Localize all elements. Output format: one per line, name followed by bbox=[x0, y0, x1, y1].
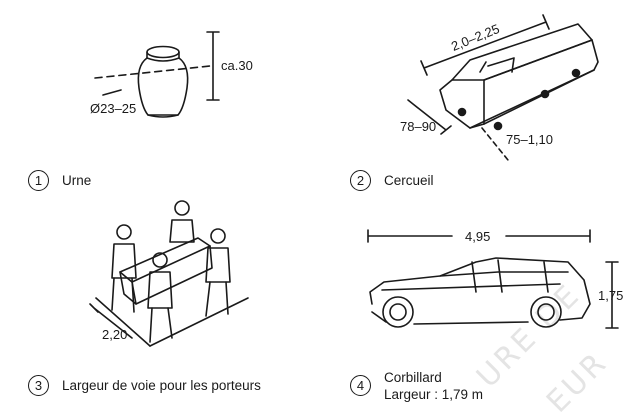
coffin-height-label: 78–90 bbox=[400, 119, 437, 134]
hearse-caption: Corbillard bbox=[384, 370, 442, 385]
drawings bbox=[89, 14, 619, 347]
item-number-4: 4 bbox=[350, 375, 371, 396]
hearse-illustration bbox=[367, 229, 619, 329]
coffin-caption: Cercueil bbox=[384, 173, 434, 188]
urn-illustration bbox=[94, 31, 220, 118]
item-number-1: 1 bbox=[28, 170, 49, 191]
urn-diameter-label: Ø23–25 bbox=[90, 101, 137, 116]
coffin-width-label: 75–1,10 bbox=[506, 132, 553, 147]
item-number-2: 2 bbox=[350, 170, 371, 191]
pallbearers-illustration bbox=[89, 200, 249, 347]
hearse-width-caption: Largeur : 1,79 m bbox=[384, 387, 484, 402]
hearse-height-label: 1,75 bbox=[598, 288, 624, 303]
urn-height-label: ca.30 bbox=[221, 58, 253, 73]
hearse-length-label: 4,95 bbox=[465, 229, 491, 244]
item-number-3: 3 bbox=[28, 375, 49, 396]
coffin-illustration bbox=[407, 14, 599, 161]
bearers-width-label: 2,20 bbox=[102, 327, 128, 342]
diagram-sheet: URE DE EUR bbox=[28, 14, 624, 420]
urn-caption: Urne bbox=[62, 173, 92, 188]
bearers-caption: Largeur de voie pour les porteurs bbox=[62, 378, 261, 393]
